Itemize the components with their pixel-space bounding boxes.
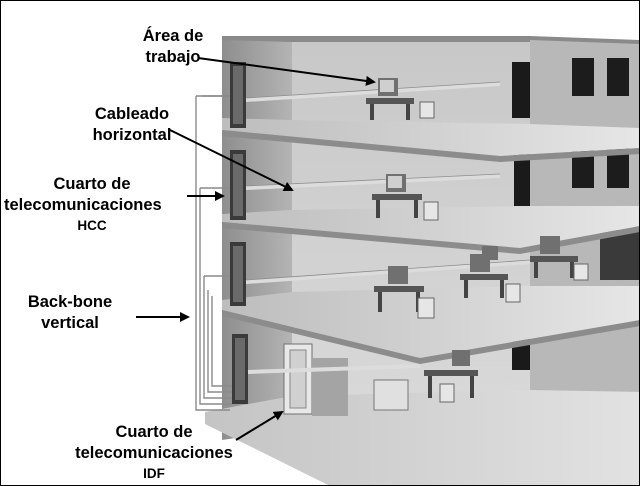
roof bbox=[222, 36, 640, 46]
label-telecom-room-idf: Cuarto de telecomunicaciones IDF bbox=[66, 422, 242, 484]
backbone-cables bbox=[195, 95, 232, 411]
idf-arrow bbox=[235, 410, 284, 441]
floor-slabs bbox=[205, 118, 640, 486]
workstation-floor-1 bbox=[373, 350, 478, 411]
backbone-line-2: vertical bbox=[41, 314, 99, 332]
label-telecom-room-hcc: Cuarto de telecomunicaciones HCC bbox=[4, 174, 180, 236]
label-arrows bbox=[136, 57, 376, 441]
idf-line-3: IDF bbox=[143, 466, 165, 481]
hcc-line-3: HCC bbox=[77, 218, 107, 233]
label-backbone: Back-bone vertical bbox=[10, 292, 130, 334]
equipment-racks bbox=[230, 62, 348, 416]
rack-floor-2 bbox=[230, 242, 246, 306]
work-area-line-1: Área de bbox=[142, 27, 204, 45]
work-area-line-2: trabajo bbox=[145, 48, 201, 66]
workstations-floor-2 bbox=[374, 236, 589, 319]
workstation-floor-4 bbox=[366, 78, 435, 120]
rack-floor-3 bbox=[230, 150, 246, 220]
rack-floor-1 bbox=[232, 334, 248, 404]
label-horizontal-cabling: Cableado horizontal bbox=[72, 104, 192, 146]
rack-floor-4 bbox=[230, 62, 246, 128]
idf-cabinet bbox=[283, 343, 313, 415]
horizontal-cabling-arrow bbox=[169, 129, 294, 191]
label-work-area: Área de trabajo bbox=[118, 26, 228, 68]
workstations bbox=[366, 78, 589, 411]
horizontal-cabling-line-1: Cableado bbox=[94, 105, 170, 123]
workstation-floor-3 bbox=[372, 174, 439, 221]
hcc-line-2: telecomunicaciones bbox=[4, 196, 162, 214]
backbone-line-1: Back-bone bbox=[27, 293, 113, 311]
horizontal-cabling-line-2: horizontal bbox=[92, 126, 172, 144]
work-area-arrow bbox=[197, 57, 376, 86]
idf-line-2: telecomunicaciones bbox=[75, 444, 233, 462]
idf-line-1: Cuarto de bbox=[115, 423, 193, 441]
hcc-line-1: Cuarto de bbox=[53, 175, 131, 193]
